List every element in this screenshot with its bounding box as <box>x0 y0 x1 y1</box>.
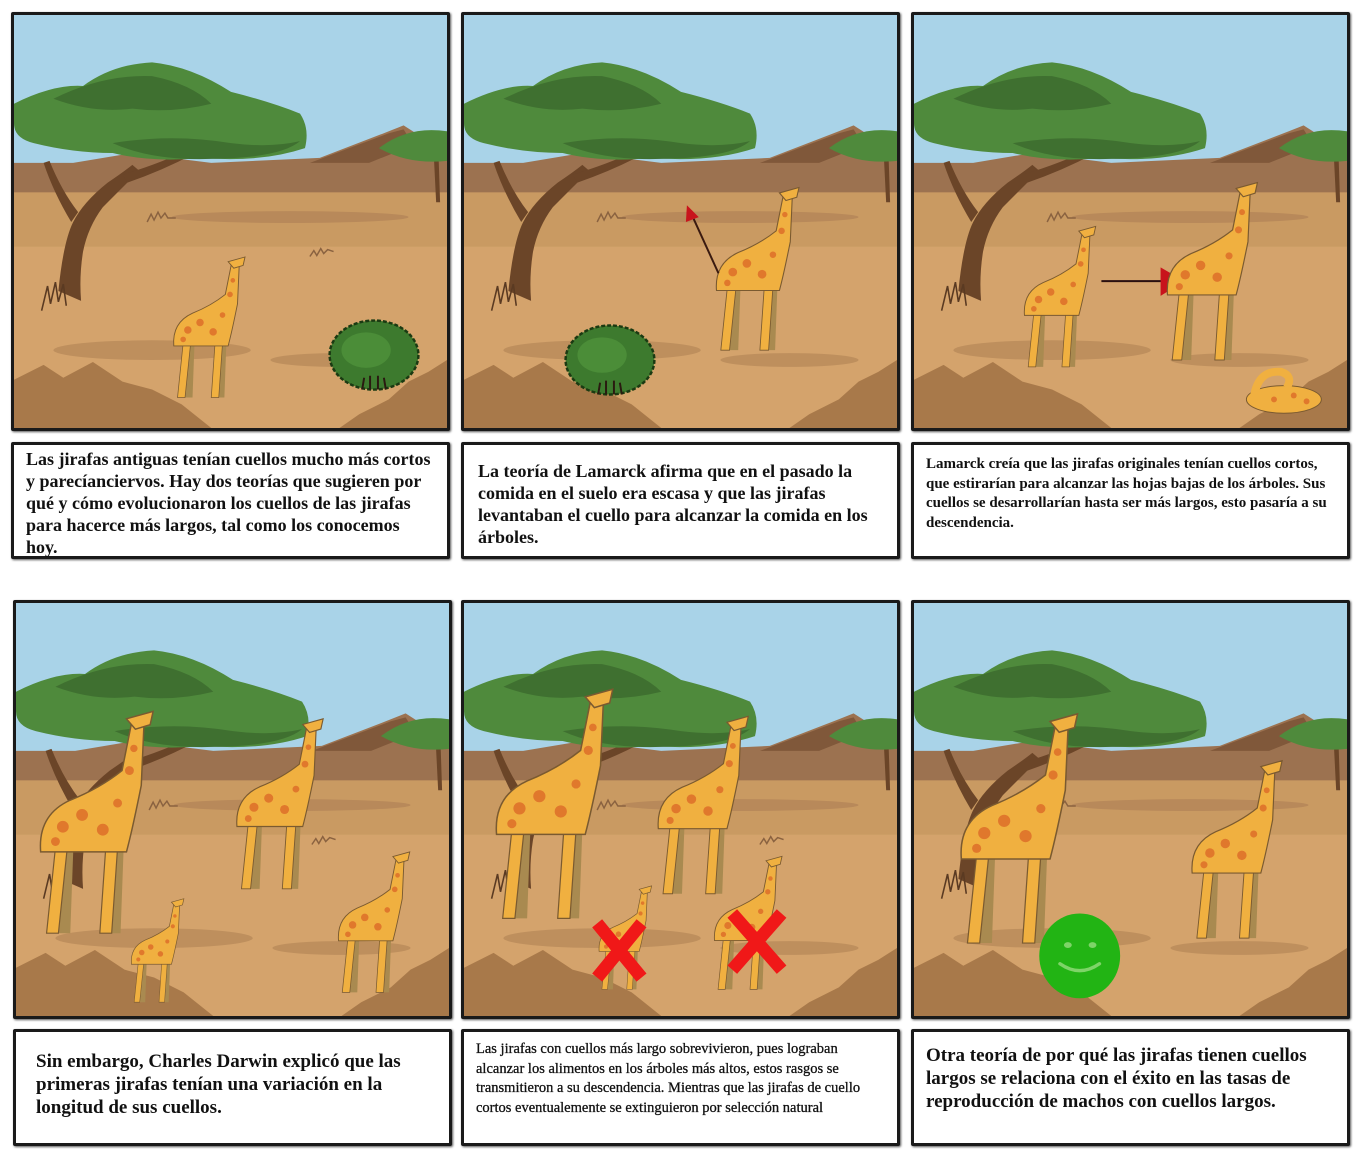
panel-5-scene <box>461 600 900 1019</box>
savanna-background <box>914 15 1347 428</box>
giraffe-resting-icon <box>1245 367 1322 414</box>
red-x-mark-icon <box>592 919 647 982</box>
panel-1-caption: Las jirafas antiguas tenían cuellos much… <box>11 442 450 559</box>
panel-6-scene <box>911 600 1350 1019</box>
savanna-background <box>464 15 897 428</box>
bush-icon <box>564 324 656 396</box>
caption-text: Las jirafas antiguas tenían cuellos much… <box>26 449 431 557</box>
caption-text: Las jirafas con cuellos más largo sobrev… <box>476 1041 861 1116</box>
panel-5-caption: Las jirafas con cuellos más largo sobrev… <box>461 1029 900 1146</box>
caption-text: La teoría de Lamarck afirma que en el pa… <box>478 461 868 547</box>
bush-icon <box>328 319 420 391</box>
caption-text: Lamarck creía que las jirafas originales… <box>926 456 1327 531</box>
panel-3-scene <box>911 12 1350 431</box>
panel-2-caption: La teoría de Lamarck afirma que en el pa… <box>461 442 900 559</box>
panel-6-caption: Otra teoría de por qué las jirafas tiene… <box>911 1029 1350 1146</box>
green-smiley-icon <box>1039 913 1121 999</box>
red-arrow-up-icon <box>685 205 720 274</box>
panel-1-scene <box>11 12 450 431</box>
red-x-mark-2-icon <box>727 909 787 974</box>
panel-2-scene <box>461 12 900 431</box>
panel-4-caption: Sin embargo, Charles Darwin explicó que … <box>13 1029 452 1146</box>
panel-3-caption: Lamarck creía que las jirafas originales… <box>911 442 1350 559</box>
caption-text: Otra teoría de por qué las jirafas tiene… <box>926 1045 1307 1113</box>
savanna-background <box>914 603 1347 1016</box>
caption-text: Sin embargo, Charles Darwin explicó que … <box>36 1051 401 1119</box>
panel-4-scene <box>13 600 452 1019</box>
